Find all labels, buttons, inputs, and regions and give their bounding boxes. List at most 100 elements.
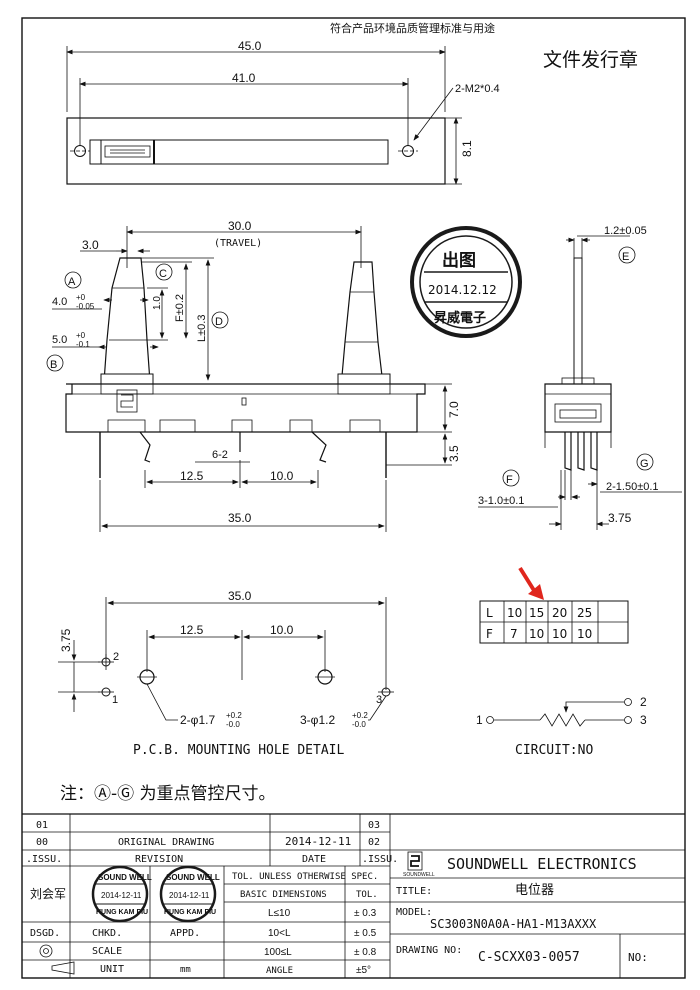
lf-l-3: 25 [577,606,592,620]
doc-stamp-text: 文件发行章 [543,49,638,71]
circuit-pin-2: 2 [640,695,647,709]
callout-c: C [159,268,167,280]
lf-f-3: 10 [577,627,592,641]
lf-f-1: 10 [529,627,544,641]
tol-header: TOL. UNLESS OTHERWISE SPEC. [232,872,378,882]
drawing-no-label: DRAWING NO: [396,945,462,956]
dim-35-front: 35.0 [228,511,252,525]
hole-big: 2-φ1.7 [180,713,215,727]
dim-35-pcb: 35.0 [228,589,252,603]
callout-f: F [506,474,513,486]
dim-a-tol-bot: -0.05 [76,302,95,311]
top-view: 45.0 41.0 2-M2*0.4 8.1 [66,39,500,185]
unit-label: UNIT [100,964,124,975]
dim-10-0: 10.0 [270,469,294,483]
rev-03: 03 [368,820,380,831]
lf-head-f: F [486,627,493,641]
logo-caption: SOUNDWELL [403,872,435,878]
soundwell-logo [407,851,423,871]
pcb-detail: 35.0 12.5 10.0 3.75 2 1 3 2-φ1.7 +0.2 - [58,589,394,758]
lf-table: L 10 15 20 25 F 7 10 10 10 [479,566,629,644]
compliance-note: 符合产品环境品质管理标准与用途 [330,21,495,35]
hole-small-tol-top: +0.2 [352,711,368,720]
lf-f-0: 7 [510,627,518,641]
issu-left: .ISSU. [26,854,62,865]
rev-02: 02 [368,837,380,848]
tol-row-3-dim: ANGLE [266,966,293,976]
projection-cone [51,961,75,975]
dim-shaft: 1.2±0.05 [604,225,647,237]
rev-00: 00 [36,837,48,848]
original-date: 2014-12-11 [285,835,351,848]
tol-row-2-dim: 100≤L [264,947,292,958]
circuit-pin-1: 1 [476,713,483,727]
red-arrow-shaft [518,566,537,594]
stamp1-date: 2014-12-11 [101,891,142,900]
pcb-pin-3: 3 [376,694,382,706]
dim-3-0: 3.0 [82,238,99,252]
approval-stamp-1: SOUND WELL 2014-12-11 HUNG KAM PIU [91,865,152,923]
drawing-no-value: C-SCXX03-0057 [478,950,580,965]
pcb-caption: P.C.B. MOUNTING HOLE DETAIL [133,743,344,758]
seal-date: 2014.12.12 [428,283,497,297]
hole-big-tol-top: +0.2 [226,711,242,720]
stamp1-bottom: HUNG KAM PIU [96,909,148,916]
callout-e: E [622,251,629,263]
stamp1-top: SOUND WELL [98,873,152,882]
callout-a: A [68,276,76,288]
tol-row-1-tol: ± 0.5 [354,928,377,939]
lf-l-0: 10 [507,606,522,620]
model-value: SC3003N0A0A-HA1-M13AXXX [430,917,597,931]
tol-row-0-tol: ± 0.3 [354,908,377,919]
stamp2-date: 2014-12-11 [169,891,210,900]
approval-stamp-2: SOUND WELL 2014-12-11 HUNG KAM PIU [159,865,220,923]
callout-b: B [50,359,57,371]
sheet-border [21,17,686,979]
dim-travel: 30.0 [228,219,252,233]
hole-big-tol-bot: -0.0 [226,720,240,729]
release-seal: 出图 2014.12.12 昇威電子 [410,226,522,338]
dim-3-75-pcb: 3.75 [59,628,73,652]
red-arrow-head [528,584,544,600]
model-label: MODEL: [396,907,432,918]
callout-g: G [640,458,649,470]
title-label: TITLE: [396,886,432,897]
lf-l-1: 15 [529,606,544,620]
projection-circle [39,944,53,958]
dim-a: 4.0 [52,296,67,308]
circuit-pin-3: 3 [640,713,647,727]
dim-12-5-pcb: 12.5 [180,623,204,637]
original-drawing: ORIGINAL DRAWING [118,837,214,848]
lf-head-l: L [486,606,493,620]
dim-10-0-pcb: 10.0 [270,623,294,637]
scale-label: SCALE [92,946,122,957]
dim-1-0: 1.0 [152,296,163,310]
basic-dims-label: BASIC DIMENSIONS [240,890,327,900]
dim-12-5: 12.5 [180,469,204,483]
drafter-name: 刘会军 [30,887,66,901]
dim-45: 45.0 [238,39,262,53]
pcb-pin-1: 1 [112,694,118,706]
dim-b-tol-bot: -0.1 [76,340,90,349]
stamp2-bottom: HUNG KAM PIU [164,909,216,916]
issu-right: .ISSU. [362,854,398,865]
appd-label: APPD. [170,928,200,939]
dim-7-0: 7.0 [447,401,461,418]
title-block: 01 00 .ISSU. 03 02 .ISSU. ORIGINAL DRAWI… [22,813,685,978]
revision-label: REVISION [135,854,183,865]
side-view: 1.2±0.05 E F 3-1.0±0.1 G 2-1.50±0.1 [478,225,682,530]
company-name: SOUNDWELL ELECTRONICS [447,855,637,873]
key-dimension-note: 注：Ⓐ-Ⓖ 为重点管控尺寸。 [60,784,276,804]
dim-f: F±0.2 [174,294,186,322]
callout-d: D [215,316,223,328]
tol-label: TOL. [356,890,378,900]
pcb-pin-2: 2 [113,651,119,663]
stamp2-top: SOUND WELL [166,873,220,882]
dim-41: 41.0 [232,71,256,85]
tol-row-3-tol: ±5° [356,965,371,976]
travel-label: (TRAVEL) [214,238,262,249]
dim-g-val: 2-1.50±0.1 [606,481,659,493]
dim-6-2: 6-2 [212,449,228,461]
lf-l-2: 20 [552,606,567,620]
date-label: DATE [302,854,326,865]
